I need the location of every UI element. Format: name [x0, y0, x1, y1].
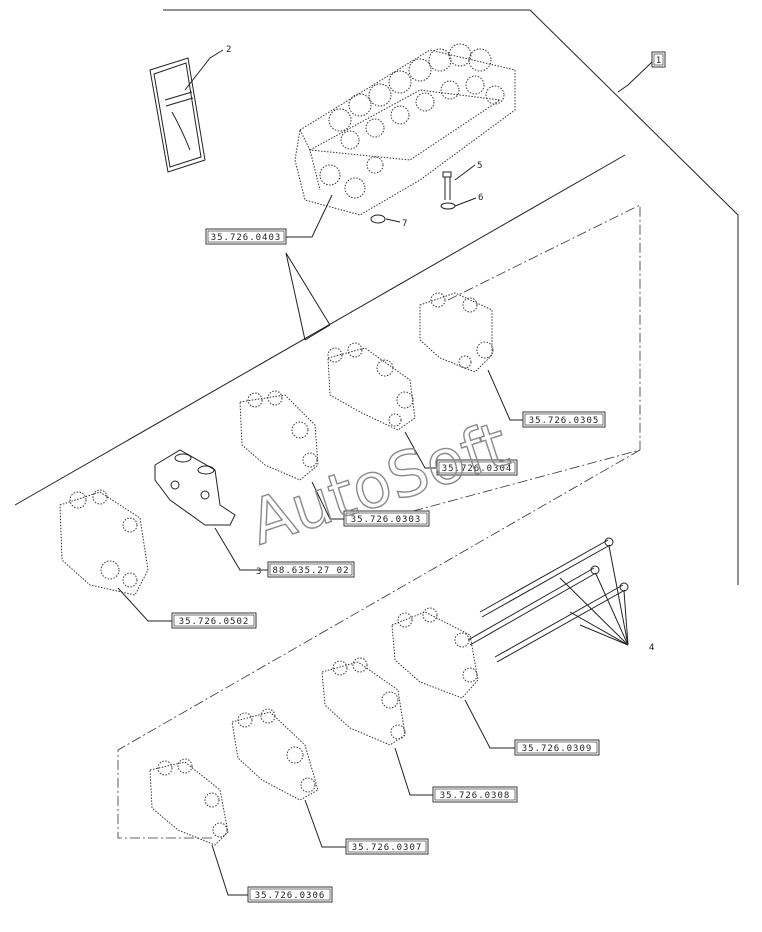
- bolt-washer-nut: [370, 171, 456, 224]
- group-boundaries: [117, 204, 641, 839]
- callout-label: 35.726.0304: [442, 464, 513, 474]
- frame-lines: [14, 9, 739, 585]
- section-0304: [327, 342, 416, 431]
- section-0306: [149, 758, 229, 846]
- callout-label: 35.726.0307: [352, 843, 423, 853]
- callout-0303: 35.726.0303: [343, 510, 430, 527]
- leader-lines: [117, 49, 653, 896]
- valve-assembly-main: [294, 43, 516, 216]
- callout-label: 35.726.0308: [440, 791, 511, 801]
- callout-0308: 35.726.0308: [432, 786, 518, 803]
- item-1-box: 1: [651, 51, 666, 68]
- section-88-635-27-02: [154, 449, 236, 526]
- item-3-label: 3: [256, 567, 261, 577]
- callout-0502: 35.726.0502: [171, 612, 257, 629]
- tie-rods: [467, 537, 629, 663]
- callout-label: 35.726.0306: [255, 891, 326, 901]
- section-0502: [59, 489, 149, 596]
- callout-label: 35.726.0502: [179, 617, 250, 627]
- callout-0306: 35.726.0306: [247, 886, 333, 903]
- callout-88-635-27-02: 88.635.27 02: [267, 561, 355, 578]
- item-4-label: 4: [649, 643, 654, 653]
- item-7-label: 7: [402, 219, 407, 229]
- section-0309: [391, 607, 479, 699]
- watermark: AutoSoft: [241, 407, 517, 559]
- callout-label: 35.726.0309: [522, 744, 593, 754]
- manual-booklet: [149, 57, 206, 173]
- callout-label: 88.635.27 02: [272, 566, 349, 576]
- callout-label: 35.726.0403: [211, 233, 282, 243]
- callout-label: 35.726.0303: [351, 515, 422, 525]
- item-number: 1: [656, 56, 661, 66]
- item-2-label: 2: [226, 45, 231, 55]
- section-0303: [239, 390, 319, 481]
- section-0308: [321, 657, 406, 746]
- callout-0403: 35.726.0403: [205, 228, 287, 245]
- callout-0304: 35.726.0304: [436, 459, 518, 476]
- item-6-label: 6: [478, 193, 483, 203]
- callout-0307: 35.726.0307: [345, 838, 429, 855]
- callout-0305: 35.726.0305: [522, 411, 606, 428]
- section-0305: [419, 292, 494, 373]
- item-5-label: 5: [477, 161, 482, 171]
- section-0307: [231, 708, 319, 801]
- callout-0309: 35.726.0309: [514, 739, 600, 756]
- callout-label: 35.726.0305: [529, 416, 600, 426]
